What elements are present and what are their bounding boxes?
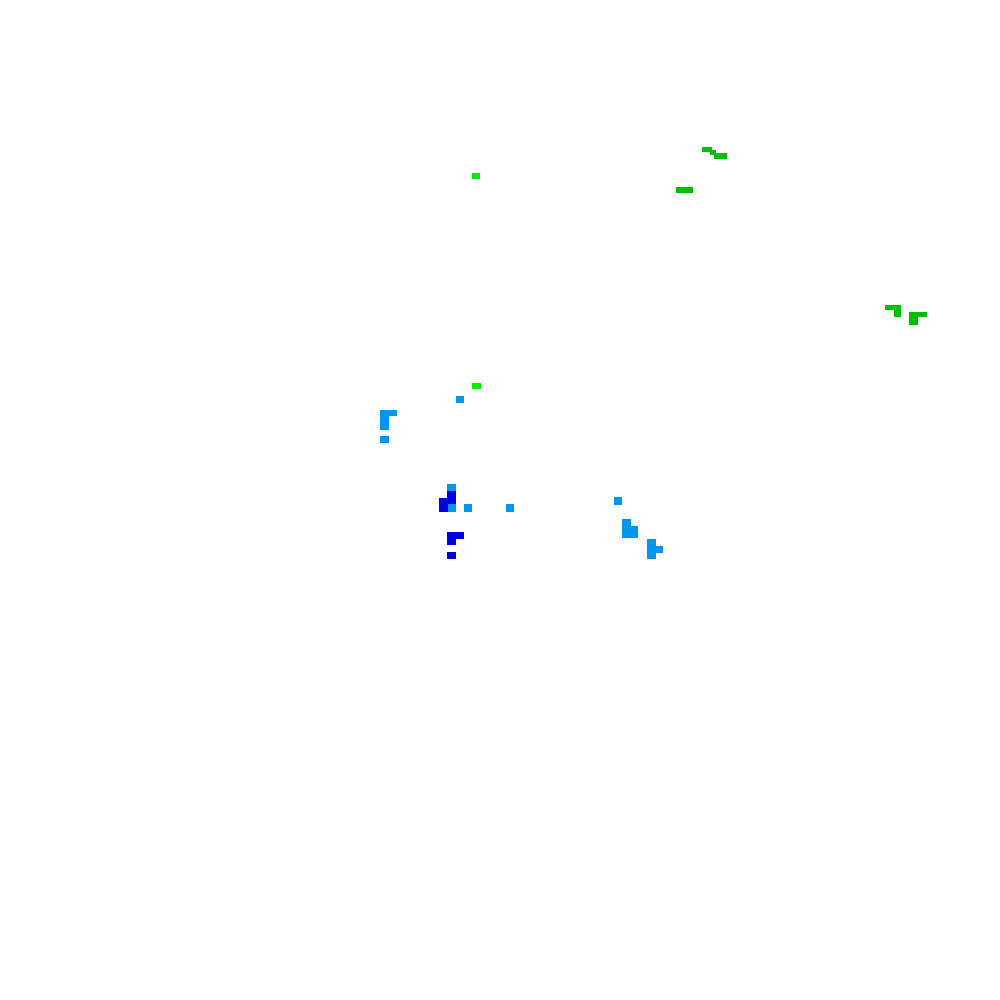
blue-cluster-west-cell-1 bbox=[456, 396, 464, 403]
blue-dark-cluster-cell-1 bbox=[447, 491, 456, 504]
green-cluster-north-cell-3 bbox=[714, 153, 727, 159]
blue-cluster-south-east-cell-2 bbox=[622, 526, 638, 538]
green-cluster-east-cell-1 bbox=[885, 305, 901, 310]
blue-cluster-center-cell-4 bbox=[506, 504, 514, 512]
blue-dark-cluster-cell-3 bbox=[447, 532, 464, 539]
green-isolated-cell-2 bbox=[472, 383, 481, 389]
blue-cluster-west-cell-4 bbox=[380, 436, 389, 443]
blue-cluster-center-cell-3 bbox=[464, 504, 472, 512]
green-cluster-north-cell-2 bbox=[710, 150, 716, 155]
blue-cluster-south-east-cell-3 bbox=[647, 539, 656, 547]
green-cluster-north bbox=[676, 147, 727, 193]
blue-dark-cluster-cell-2 bbox=[439, 498, 448, 512]
blue-dark-cluster-cell-5 bbox=[447, 552, 456, 559]
green-isolated bbox=[472, 173, 481, 389]
green-isolated-cell-1 bbox=[472, 173, 480, 179]
green-cluster-east-cell-4 bbox=[909, 316, 918, 325]
blue-dark-cluster bbox=[439, 491, 464, 559]
blue-cluster-center bbox=[447, 484, 622, 512]
blue-cluster-south-east-cell-1 bbox=[622, 519, 631, 528]
blue-cluster-center-cell-5 bbox=[614, 497, 622, 505]
blue-cluster-south-east-cell-5 bbox=[647, 546, 656, 559]
green-cluster-east-cell-2 bbox=[894, 309, 901, 317]
green-cluster-east-cell-3 bbox=[909, 312, 927, 317]
green-cluster-east bbox=[885, 305, 927, 325]
green-cluster-north-cell-4 bbox=[676, 187, 693, 193]
blue-dark-cluster-cell-4 bbox=[447, 538, 456, 545]
blue-cluster-south-east bbox=[622, 519, 663, 559]
green-cluster-north-cell-1 bbox=[702, 147, 712, 152]
blue-cluster-center-cell-2 bbox=[447, 504, 456, 512]
blue-cluster-center-cell-1 bbox=[447, 484, 456, 492]
blue-cluster-west bbox=[380, 396, 464, 443]
blue-cluster-west-cell-3 bbox=[380, 410, 389, 430]
